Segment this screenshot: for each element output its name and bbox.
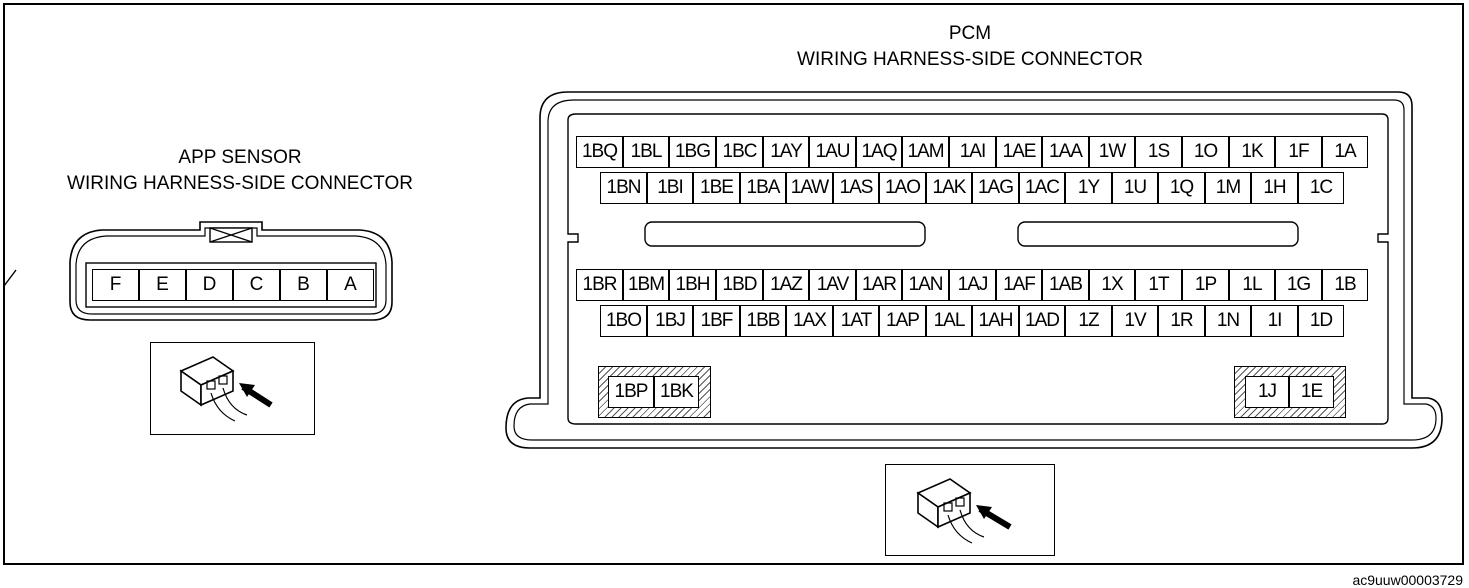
pcm-pin: 1B <box>1322 269 1368 301</box>
figure-frame <box>3 3 1464 565</box>
pcm-pin: 1BD <box>716 269 763 301</box>
app-sensor-title: APP SENSOR WIRING HARNESS-SIDE CONNECTOR <box>0 145 480 197</box>
app-pin: F <box>92 269 139 301</box>
pcm-pin: 1BR <box>576 269 623 301</box>
app-sensor-title-line1: APP SENSOR <box>178 147 302 168</box>
pcm-pin: 1M <box>1205 172 1251 204</box>
pcm-title: PCM WIRING HARNESS-SIDE CONNECTOR <box>700 21 1240 73</box>
pcm-pin: 1R <box>1158 305 1205 337</box>
pcm-pin: 1AF <box>996 269 1042 301</box>
app-view-icon-box <box>150 342 315 435</box>
pcm-pin: 1BL <box>623 136 669 168</box>
pcm-pin: 1Q <box>1158 172 1205 204</box>
pcm-pin: 1AD <box>1019 305 1065 337</box>
pcm-pin: 1AO <box>879 172 926 204</box>
app-pin: E <box>139 269 186 301</box>
pcm-pin: 1AY <box>763 136 809 168</box>
pcm-pin: 1F <box>1275 136 1322 168</box>
app-pin: B <box>280 269 327 301</box>
pcm-pin: 1K <box>1229 136 1275 168</box>
pcm-pin: 1AL <box>926 305 972 337</box>
pcm-pin: 1I <box>1251 305 1298 337</box>
pcm-pin: 1AC <box>1019 172 1065 204</box>
pcm-pin: 1BQ <box>576 136 623 168</box>
pcm-pin: 1C <box>1298 172 1344 204</box>
pcm-pin: 1AQ <box>856 136 902 168</box>
pcm-pin: 1AP <box>879 305 926 337</box>
pcm-pin: 1AA <box>1042 136 1089 168</box>
pcm-pin: 1BI <box>647 172 693 204</box>
pcm-pin: 1AG <box>972 172 1019 204</box>
pcm-pin: 1AB <box>1042 269 1089 301</box>
pcm-view-icon-box <box>885 464 1055 556</box>
pcm-connector-outline <box>505 91 1443 449</box>
pcm-pin: 1V <box>1112 305 1158 337</box>
pcm-pin: 1BP <box>608 376 654 408</box>
pcm-pin: 1D <box>1298 305 1344 337</box>
pcm-pin: 1BJ <box>647 305 693 337</box>
pcm-title-line1: PCM <box>948 23 992 44</box>
pcm-pin: 1BE <box>693 172 740 204</box>
pcm-pin: 1Z <box>1065 305 1112 337</box>
pcm-pin: 1G <box>1275 269 1322 301</box>
pcm-pin: 1AK <box>926 172 972 204</box>
pcm-pin: 1P <box>1182 269 1229 301</box>
pcm-pin: 1X <box>1089 269 1135 301</box>
pcm-pin: 1H <box>1251 172 1298 204</box>
pcm-pin: 1AH <box>972 305 1019 337</box>
pcm-pin: 1BM <box>623 269 669 301</box>
figure-code: ac9uuw00003729 <box>1352 572 1463 588</box>
pcm-pin: 1W <box>1089 136 1135 168</box>
pcm-pin: 1S <box>1135 136 1182 168</box>
pcm-pin: 1AS <box>833 172 879 204</box>
pcm-pin: 1AM <box>902 136 949 168</box>
pcm-title-line2: WIRING HARNESS-SIDE CONNECTOR <box>797 49 1143 70</box>
pcm-pin: 1AJ <box>949 269 996 301</box>
pcm-pin: 1E <box>1289 376 1334 408</box>
pcm-pin: 1AN <box>902 269 949 301</box>
pcm-pin: 1L <box>1229 269 1275 301</box>
pcm-pin: 1BG <box>669 136 716 168</box>
connector-view-icon <box>179 356 273 422</box>
pcm-pin: 1U <box>1112 172 1158 204</box>
pcm-pin: 1AX <box>786 305 833 337</box>
app-pin: C <box>233 269 280 301</box>
pcm-pin: 1BC <box>716 136 763 168</box>
pcm-pin: 1AV <box>809 269 856 301</box>
pcm-pin: 1AT <box>833 305 879 337</box>
pcm-pin: 1J <box>1245 376 1289 408</box>
pcm-pin: 1O <box>1182 136 1229 168</box>
pcm-pin: 1AZ <box>763 269 809 301</box>
app-sensor-title-line2: WIRING HARNESS-SIDE CONNECTOR <box>67 173 413 194</box>
pcm-pin: 1BH <box>669 269 716 301</box>
pcm-pin: 1BA <box>740 172 786 204</box>
pcm-pin: 1AU <box>809 136 856 168</box>
pcm-pin: 1AW <box>786 172 833 204</box>
pcm-pin: 1A <box>1322 136 1368 168</box>
pcm-pin: 1BF <box>693 305 740 337</box>
app-pin: D <box>186 269 233 301</box>
pcm-pin: 1N <box>1205 305 1251 337</box>
connector-view-icon <box>916 478 1012 544</box>
pcm-pin: 1T <box>1135 269 1182 301</box>
pcm-pin: 1BB <box>740 305 786 337</box>
pcm-pin: 1BK <box>654 376 699 408</box>
pcm-pin: 1AR <box>856 269 902 301</box>
pcm-pin: 1Y <box>1065 172 1112 204</box>
pcm-pin: 1AI <box>949 136 996 168</box>
app-connector-outline <box>3 221 393 321</box>
pcm-pin: 1BO <box>600 305 647 337</box>
app-pin: A <box>327 269 374 301</box>
pcm-pin: 1BN <box>600 172 647 204</box>
pcm-pin: 1AE <box>996 136 1042 168</box>
